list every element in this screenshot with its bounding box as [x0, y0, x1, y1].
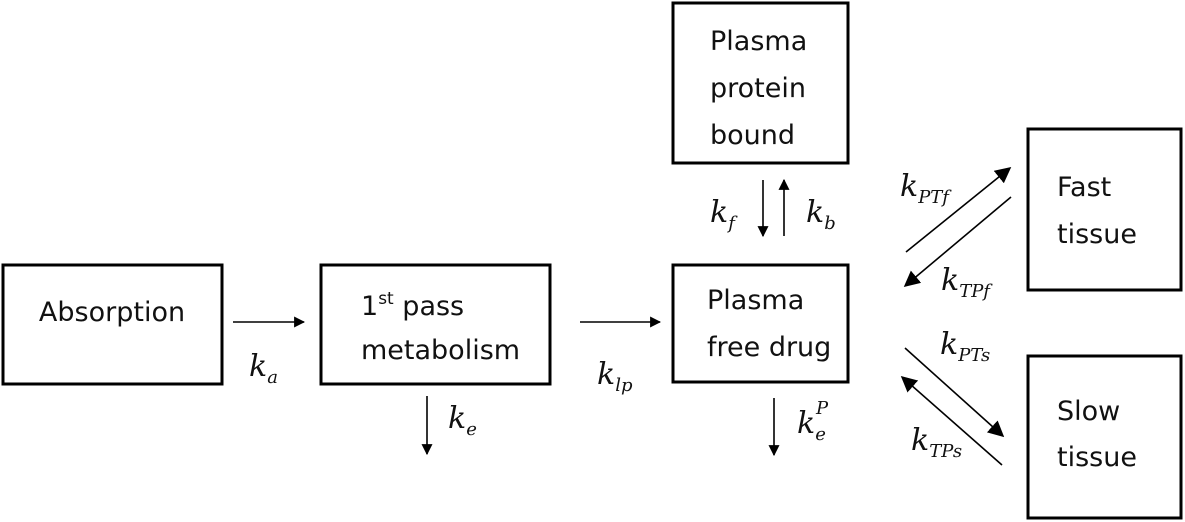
- rate-ktpf: kTPf: [941, 263, 993, 302]
- arrow-fast-tissue-to-plasma: [903, 196, 1012, 288]
- plasma-free-line1: Plasma: [707, 285, 804, 316]
- plasma-protein-bound-box: Plasma protein bound: [671, 1, 850, 165]
- fast-tissue-line1: Fast: [1057, 172, 1111, 203]
- slow-tissue-box: Slow tissue: [1026, 354, 1183, 520]
- rate-kpts: kPTs: [940, 327, 990, 366]
- fast-tissue-line2: tissue: [1057, 219, 1137, 250]
- arrow-plasma-to-fast-tissue: [905, 166, 1012, 253]
- plasma-bound-line3: bound: [710, 120, 795, 151]
- rate-ktps: kTPs: [911, 423, 962, 462]
- rate-ke-p: ke: [797, 406, 826, 445]
- slow-tissue-line1: Slow: [1057, 396, 1120, 427]
- plasma-free-line2: free drug: [707, 332, 831, 363]
- first-pass-metabolism-box: 1st pass metabolism: [319, 263, 552, 386]
- first-pass-label-line1: 1st pass: [361, 289, 464, 322]
- absorption-label: Absorption: [39, 297, 185, 328]
- absorption-box: Absorption: [1, 263, 224, 386]
- first-pass-label-line2: metabolism: [361, 335, 520, 366]
- rate-ke: ke: [448, 401, 477, 440]
- rate-kb: kb: [806, 195, 836, 234]
- plasma-free-drug-box: Plasma free drug: [671, 263, 850, 384]
- rate-ke-p-superscript: P: [815, 398, 829, 419]
- slow-tissue-line2: tissue: [1057, 442, 1137, 473]
- rate-ka: ka: [249, 349, 278, 388]
- plasma-bound-line1: Plasma: [710, 26, 807, 57]
- arrow-slow-tissue-to-plasma: [900, 375, 1003, 466]
- arrow-plasma-to-slow-tissue: [904, 347, 1005, 438]
- rate-klp: klp: [597, 357, 633, 396]
- rate-kptf: kPTf: [900, 169, 952, 208]
- plasma-bound-line2: protein: [710, 73, 806, 104]
- fast-tissue-box: Fast tissue: [1026, 127, 1183, 292]
- rate-kf: kf: [710, 195, 738, 234]
